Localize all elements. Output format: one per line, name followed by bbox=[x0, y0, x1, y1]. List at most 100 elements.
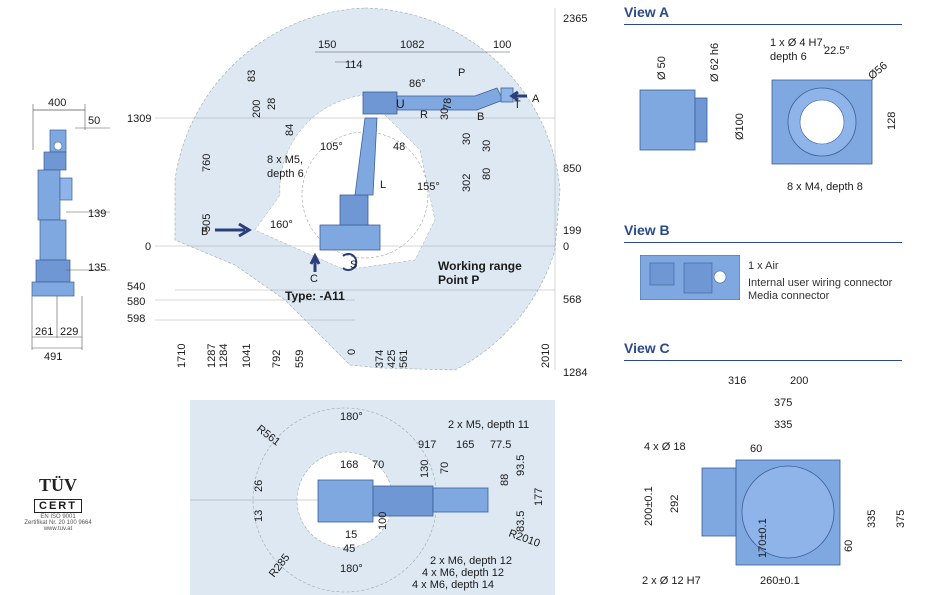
dim-bottom-559: 559 bbox=[294, 350, 306, 368]
dim-bottom-561: 561 bbox=[398, 350, 410, 368]
main-robot bbox=[319, 87, 514, 251]
dim-left-505: 505 bbox=[201, 214, 213, 232]
angle-86: 86° bbox=[409, 78, 426, 90]
dim-48: 48 bbox=[393, 141, 405, 153]
dim-28: 28 bbox=[266, 98, 278, 110]
view-a-angle: 22.5° bbox=[824, 45, 850, 57]
main-view: U R B T A P L C S B 86° 105° 155° 160° 8… bbox=[127, 7, 587, 379]
dim-right-199: 199 bbox=[563, 225, 581, 237]
top-note-m6-12b: 4 x M6, depth 12 bbox=[422, 567, 504, 579]
dim-bottom-0: 0 bbox=[346, 349, 358, 355]
side-dim-400: 400 bbox=[48, 97, 66, 109]
view-b-rule bbox=[624, 242, 902, 243]
axis-letter-p: P bbox=[458, 67, 465, 79]
view-c-holes-18: 4 x Ø 18 bbox=[644, 441, 686, 453]
tuv-cert-logo: TÜV CERT EN ISO 9001 Zertifikat Nr. 20 1… bbox=[18, 475, 98, 532]
top-dim-83-5: 83.5 bbox=[515, 511, 527, 532]
view-c-dim-375-right: 375 bbox=[895, 510, 907, 528]
top-dim-13: 13 bbox=[253, 510, 265, 522]
side-dim-50: 50 bbox=[88, 115, 100, 127]
dim-bottom-425: 425 bbox=[386, 350, 398, 368]
top-dim-70a: 70 bbox=[372, 459, 384, 471]
axis-letter-a: A bbox=[532, 93, 540, 105]
view-c-holes-12: 2 x Ø 12 H7 bbox=[642, 575, 701, 587]
view-c-rule bbox=[624, 360, 902, 361]
top-dim-77-5: 77.5 bbox=[490, 439, 511, 451]
top-dim-26: 26 bbox=[253, 480, 265, 492]
axis-letter-l: L bbox=[380, 179, 386, 191]
working-range-point: Point P bbox=[438, 273, 479, 287]
view-c-dim-60-right: 60 bbox=[843, 540, 855, 552]
view-b-title: View B bbox=[624, 222, 670, 238]
dim-100: 100 bbox=[493, 39, 511, 51]
view-a-title: View A bbox=[624, 4, 670, 20]
dim-1082: 1082 bbox=[400, 39, 424, 51]
view-c-dim-200-tol: 200±0.1 bbox=[643, 486, 655, 526]
dim-30b: 30 bbox=[461, 133, 473, 145]
type-label: Type: -A11 bbox=[285, 289, 345, 303]
view-c-drawing: 316 200 375 335 60 4 x Ø 18 200±0.1 292 … bbox=[642, 375, 907, 587]
axis-letter-b-in: B bbox=[201, 226, 208, 238]
side-dim-491: 491 bbox=[44, 351, 62, 363]
view-a-hole-note-1: 1 x Ø 4 H7, bbox=[770, 37, 826, 49]
main-thread-note-1: 8 x M5, bbox=[267, 154, 303, 166]
working-range-title: Working range bbox=[438, 259, 522, 273]
top-dim-168: 168 bbox=[340, 459, 358, 471]
tuv-line-1: EN ISO 9001 bbox=[40, 514, 76, 520]
top-angle-180-top: 180° bbox=[340, 411, 363, 423]
top-robot bbox=[317, 479, 489, 523]
top-dim-130: 130 bbox=[419, 460, 431, 478]
tuv-brand: TÜV bbox=[38, 475, 77, 495]
dim-left-598: 598 bbox=[127, 313, 145, 325]
tuv-sub: CERT bbox=[34, 499, 82, 513]
view-b-labels: 1 x Air Internal user wiring connector M… bbox=[748, 260, 892, 303]
top-dim-88: 88 bbox=[499, 474, 511, 486]
view-a-drawing: Ø 50 Ø 62 h6 Ø100 1 x Ø 4 H7, depth 6 22… bbox=[639, 37, 898, 193]
dim-30a: 30 bbox=[439, 108, 451, 120]
top-dim-100: 100 bbox=[377, 512, 389, 530]
side-dim-261: 261 bbox=[35, 326, 53, 338]
axis-letter-c: C bbox=[310, 273, 318, 285]
dim-150: 150 bbox=[318, 39, 336, 51]
view-c-dim-260-tol: 260±0.1 bbox=[760, 575, 800, 587]
dim-bottom-2010: 2010 bbox=[540, 344, 552, 368]
top-dim-70b: 70 bbox=[439, 462, 451, 474]
side-view: 400 50 139 135 261 229 491 bbox=[31, 97, 110, 363]
view-c-dim-375: 375 bbox=[774, 397, 792, 409]
dim-bottom-792: 792 bbox=[271, 350, 283, 368]
view-a-rule bbox=[624, 24, 902, 25]
view-c-dim-316: 316 bbox=[728, 375, 746, 387]
top-dim-917: 917 bbox=[418, 439, 436, 451]
dim-83: 83 bbox=[246, 70, 258, 82]
view-a-hole-note-2: depth 6 bbox=[770, 51, 807, 63]
axis-letter-t: T bbox=[514, 99, 521, 111]
side-robot-body bbox=[31, 129, 75, 297]
dim-right-850: 850 bbox=[563, 163, 581, 175]
top-angle-180-bottom: 180° bbox=[340, 563, 363, 575]
dim-left-1309: 1309 bbox=[127, 113, 151, 125]
view-c-dim-60: 60 bbox=[750, 443, 762, 455]
view-c-dim-170-tol: 170±0.1 bbox=[757, 518, 769, 558]
side-dim-135: 135 bbox=[88, 262, 106, 274]
view-a-note: 8 x M4, depth 8 bbox=[787, 181, 863, 193]
dim-right-1284: 1284 bbox=[563, 367, 587, 379]
dim-84: 84 bbox=[284, 124, 296, 136]
dim-left-540: 540 bbox=[127, 281, 145, 293]
dim-bottom-1287: 1287 bbox=[206, 344, 218, 368]
dim-bottom-1710: 1710 bbox=[176, 344, 188, 368]
view-c-dim-335: 335 bbox=[774, 419, 792, 431]
axis-letter-u: U bbox=[396, 97, 405, 111]
view-a-dim-100: Ø100 bbox=[734, 113, 746, 140]
tuv-line-2: Zertifikat Nr. 20 100 9664 bbox=[24, 520, 92, 526]
view-c-title: View C bbox=[624, 340, 670, 356]
top-dim-177: 177 bbox=[533, 488, 545, 506]
dim-302: 302 bbox=[461, 174, 473, 192]
dim-80: 80 bbox=[481, 168, 493, 180]
view-b-drawing bbox=[640, 255, 740, 300]
dim-right-2365: 2365 bbox=[563, 13, 587, 25]
top-note-m6-14: 4 x M6, depth 14 bbox=[412, 579, 494, 591]
view-a-dim-50: Ø 50 bbox=[656, 56, 668, 80]
axis-letter-b: B bbox=[477, 111, 484, 123]
axis-letter-r: R bbox=[420, 109, 428, 121]
dim-right-0: 0 bbox=[563, 241, 569, 253]
